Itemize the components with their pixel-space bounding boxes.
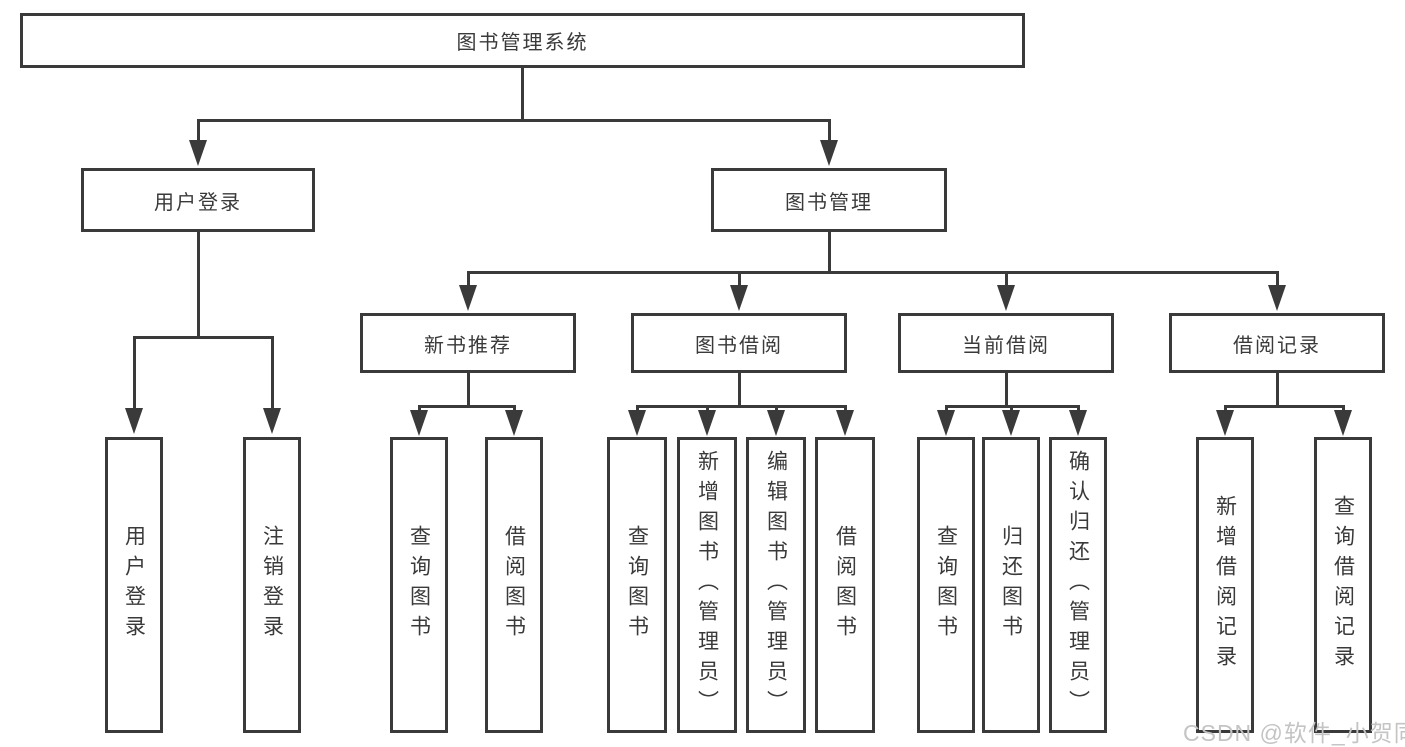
arrow-down-icon	[820, 140, 838, 166]
node-book-borrowing: 图书借阅	[631, 313, 847, 373]
connector-line	[827, 120, 831, 142]
connector-line	[1341, 406, 1345, 412]
connector-line	[132, 335, 274, 339]
connector-line	[635, 404, 847, 408]
leaf-user-login: 用户登录	[105, 437, 163, 733]
arrow-down-icon	[997, 285, 1015, 311]
connector-line	[1009, 406, 1013, 412]
connector-line	[1275, 373, 1279, 408]
leaf-return-book: 归还图书	[982, 437, 1040, 733]
node-borrowing-records: 借阅记录	[1169, 313, 1385, 373]
leaf-confirm-return-admin: 确认归还（管理员）	[1049, 437, 1107, 733]
connector-line	[827, 232, 831, 274]
connector-line	[944, 406, 948, 412]
leaf-query-books-recommend: 查询图书	[390, 437, 448, 733]
node-current-borrowing: 当前借阅	[898, 313, 1114, 373]
connector-line	[196, 232, 200, 339]
arrow-down-icon	[189, 140, 207, 166]
connector-line	[635, 406, 639, 412]
connector-line	[270, 337, 274, 410]
arrow-down-icon	[263, 408, 281, 434]
node-user-login: 用户登录	[81, 168, 315, 232]
connector-line	[1223, 406, 1227, 412]
arrow-down-icon	[1334, 410, 1352, 436]
leaf-add-book-admin: 新增图书（管理员）	[677, 437, 737, 733]
leaf-query-books-current: 查询图书	[917, 437, 975, 733]
connector-line	[705, 406, 709, 412]
leaf-borrow-books-recommend: 借阅图书	[485, 437, 543, 733]
arrow-down-icon	[1216, 410, 1234, 436]
connector-line	[737, 272, 741, 287]
arrow-down-icon	[767, 410, 785, 436]
leaf-query-borrow-record: 查询借阅记录	[1314, 437, 1372, 733]
connector-line	[466, 270, 1279, 274]
arrow-down-icon	[505, 410, 523, 436]
connector-line	[1275, 272, 1279, 287]
connector-line	[1004, 272, 1008, 287]
arrow-down-icon	[410, 410, 428, 436]
node-library-system: 图书管理系统	[20, 13, 1025, 68]
leaf-borrow-books-borrowing: 借阅图书	[815, 437, 875, 733]
watermark: CSDN @软件_小贺同学	[1183, 720, 1405, 746]
leaf-add-borrow-record: 新增借阅记录	[1196, 437, 1254, 733]
connector-line	[737, 373, 741, 408]
arrow-down-icon	[836, 410, 854, 436]
connector-line	[196, 118, 831, 122]
connector-line	[132, 337, 136, 410]
connector-line	[1076, 406, 1080, 412]
connector-line	[466, 272, 470, 287]
connector-line	[512, 406, 516, 412]
connector-line	[417, 406, 421, 412]
connector-line	[417, 404, 516, 408]
connector-line	[1004, 373, 1008, 408]
arrow-down-icon	[730, 285, 748, 311]
arrow-down-icon	[937, 410, 955, 436]
arrow-down-icon	[459, 285, 477, 311]
connector-line	[843, 406, 847, 412]
leaf-query-books-borrowing: 查询图书	[607, 437, 667, 733]
connector-line	[1223, 404, 1345, 408]
connector-line	[774, 406, 778, 412]
leaf-edit-book-admin: 编辑图书（管理员）	[746, 437, 806, 733]
connector-line	[196, 120, 200, 142]
node-new-book-recommendation: 新书推荐	[360, 313, 576, 373]
connector-line	[520, 68, 524, 122]
arrow-down-icon	[1069, 410, 1087, 436]
connector-line	[466, 373, 470, 408]
arrow-down-icon	[125, 408, 143, 434]
arrow-down-icon	[628, 410, 646, 436]
node-book-management: 图书管理	[711, 168, 947, 232]
arrow-down-icon	[1268, 285, 1286, 311]
arrow-down-icon	[1002, 410, 1020, 436]
leaf-logout: 注销登录	[243, 437, 301, 733]
arrow-down-icon	[698, 410, 716, 436]
